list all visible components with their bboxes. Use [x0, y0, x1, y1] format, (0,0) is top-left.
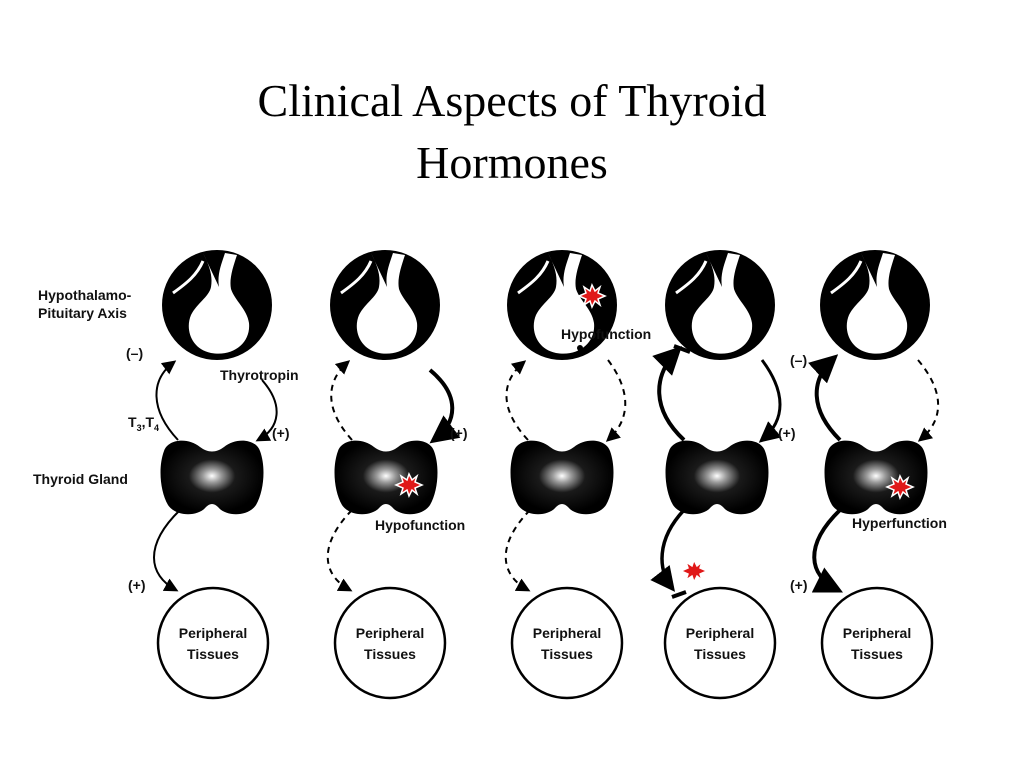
pituitary-icon	[665, 250, 775, 360]
condition-label: Hyperfunction	[852, 515, 947, 531]
column-tissue-resistance: Peripheral Tissues	[650, 250, 782, 700]
peripheral-tissues-node: Peripheral Tissues	[510, 586, 624, 700]
peripheral-tissues-node: Peripheral Tissues	[820, 586, 934, 700]
column-thyroid-hyperfunction: Peripheral Tissues	[808, 250, 940, 700]
feedback-sign-label: (–)	[790, 352, 807, 368]
lesion-starburst-icon	[394, 472, 424, 498]
pituitary-icon	[507, 250, 617, 360]
tissue-label-line-2: Tissues	[851, 646, 903, 662]
hormone-to-tissue-arrow	[650, 508, 686, 592]
thyroid-gland-label: Thyroid Gland	[33, 471, 128, 487]
axis-label-line-2: Pituitary Axis	[38, 305, 127, 321]
tissue-label-line-2: Tissues	[187, 646, 239, 662]
lesion-starburst-icon	[577, 283, 607, 309]
peripheral-tissues-node: Peripheral Tissues	[156, 586, 270, 700]
slide-title: Clinical Aspects of Thyroid Hormones	[0, 70, 1024, 194]
hormone-to-tissue-arrow	[326, 509, 353, 592]
hormone-to-tissue-arrow	[504, 509, 531, 592]
thyrotropin-arrow	[255, 379, 278, 442]
stimulation-sign-label: (+)	[272, 425, 290, 441]
thyroid-gland-icon	[824, 440, 928, 515]
stimulation-sign-label: (+)	[450, 425, 468, 441]
thyroid-gland-icon	[510, 440, 614, 515]
condition-label: Hypofunction	[375, 517, 465, 533]
inhibition-bar	[673, 344, 691, 354]
slide-title-line-2: Hormones	[416, 137, 608, 188]
stimulation-sign-label: (+)	[778, 425, 796, 441]
column-pituitary-hypofunction: Peripheral Tissues	[504, 250, 627, 700]
axis-label-line-1: Hypothalamo-	[38, 287, 132, 303]
feedback-arrow	[155, 360, 179, 441]
thyroid-gland-icon	[665, 440, 769, 515]
thyrotropin-label: Thyrotropin	[220, 367, 299, 383]
thyrotropin-arrow	[428, 368, 461, 444]
pituitary-icon	[330, 250, 440, 360]
thyrotropin-arrow	[605, 359, 627, 442]
column-thyroid-hypofunction: Peripheral Tissues	[326, 250, 461, 700]
feedback-arrow	[652, 346, 686, 442]
tissue-label-line-1: Peripheral	[356, 625, 424, 641]
thyrotropin-arrow	[917, 359, 940, 442]
tissue-label-line-1: Peripheral	[533, 625, 601, 641]
inhibition-bar	[671, 590, 687, 599]
column-normal: Peripheral Tissues	[153, 250, 278, 700]
thyrotropin-arrow	[758, 359, 782, 443]
lesion-starburst-icon	[679, 558, 709, 584]
tissue-label-line-2: Tissues	[694, 646, 746, 662]
pointer-dot	[577, 345, 583, 351]
stimulation-sign-label: (+)	[128, 577, 146, 593]
hormone-to-tissue-arrow	[811, 508, 844, 593]
tissue-label-line-1: Peripheral	[843, 625, 911, 641]
condition-label: Hypofunction	[561, 326, 651, 342]
tissue-label-line-1: Peripheral	[179, 625, 247, 641]
tissue-label-line-2: Tissues	[364, 646, 416, 662]
feedback-sign-label: (–)	[126, 345, 143, 361]
pituitary-icon	[162, 250, 272, 360]
peripheral-tissues-node: Peripheral Tissues	[663, 586, 777, 700]
thyroid-gland-icon	[334, 440, 438, 515]
lesion-starburst-icon	[885, 474, 915, 500]
thyroid-gland-icon	[160, 440, 264, 515]
feedback-arrow	[505, 360, 529, 441]
tissue-label-line-1: Peripheral	[686, 625, 754, 641]
feedback-arrow	[330, 360, 353, 441]
hormones-label: T3,T4	[128, 414, 159, 433]
peripheral-tissues-node: Peripheral Tissues	[333, 586, 447, 700]
pituitary-icon	[820, 250, 930, 360]
slide-title-line-1: Clinical Aspects of Thyroid	[257, 75, 767, 126]
tissue-label-line-2: Tissues	[541, 646, 593, 662]
stimulation-sign-label: (+)	[790, 577, 808, 593]
feedback-arrow	[808, 354, 842, 442]
hormone-to-tissue-arrow	[153, 509, 181, 592]
